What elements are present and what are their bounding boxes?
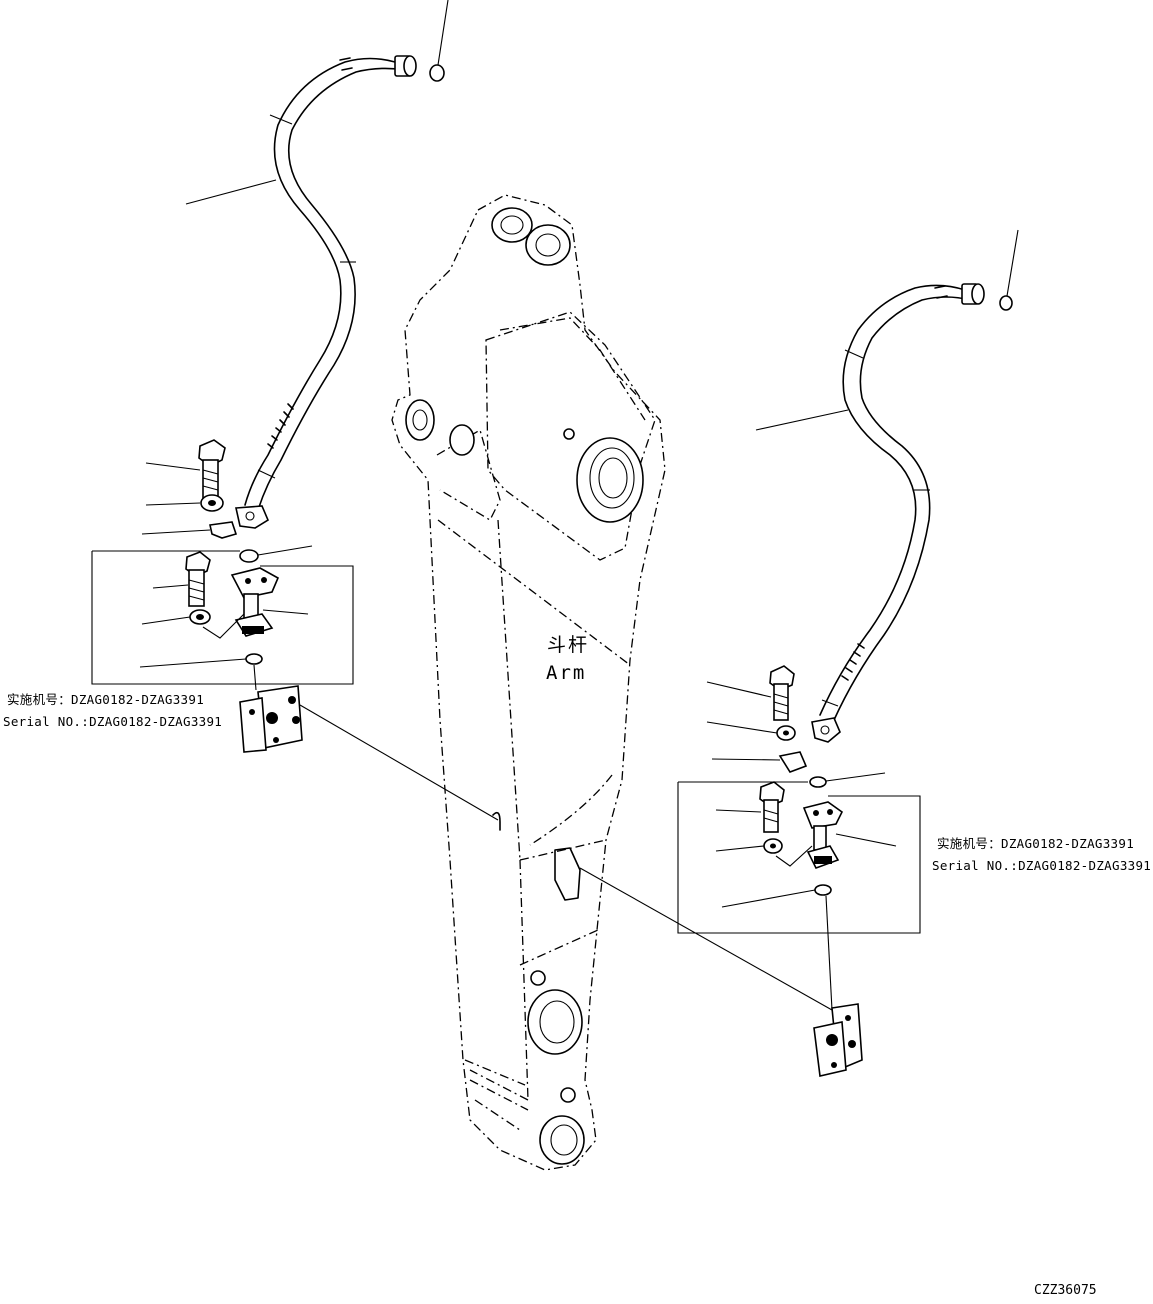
right-serial-zh: 实施机号：DZAG0182-DZAG3391 — [937, 836, 1135, 851]
left-serial-zh: 实施机号：DZAG0182-DZAG3391 — [7, 692, 205, 707]
right-serial-en: Serial NO.:DZAG0182-DZAG3391 — [932, 858, 1152, 873]
drawing-code: CZZ36075 — [1034, 1283, 1097, 1298]
left-serial-en: Serial NO.:DZAG0182-DZAG3391 — [3, 714, 223, 729]
arm-body — [391, 194, 666, 1171]
arm-label-zh: 斗杆 — [547, 634, 590, 656]
right-hardware — [579, 229, 1019, 1077]
right-hose — [811, 283, 1013, 743]
arm-label-en: Arm — [546, 662, 587, 684]
left-hose — [235, 55, 445, 529]
left-hardware — [91, 0, 499, 821]
